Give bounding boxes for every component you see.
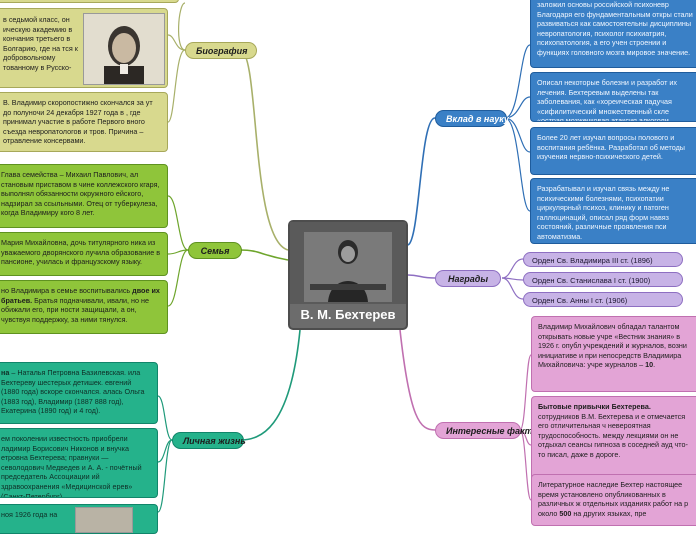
facts-note-habits: Бытовые привычки Бехтерева. сотрудников … <box>531 396 696 488</box>
connector-facts <box>399 329 436 431</box>
biography-death-text: В. Владимир скоропостижно скончался за у… <box>3 98 153 146</box>
family-note-brothers: но Владимира в семье воспитывались двое … <box>0 280 168 334</box>
science-note-child: Более 20 лет изучал вопросы полового и в… <box>530 127 696 175</box>
personal-wife-text: – Наталья Петровна Базилевская. ила Бехт… <box>1 368 145 416</box>
facts-institutions-text-a: Владимир Михайлович обладал талантом отк… <box>538 322 687 370</box>
topic-personal-life[interactable]: Личная жизнь <box>172 432 246 449</box>
science-child-text: Более 20 лет изучал вопросы полового и в… <box>537 133 685 162</box>
facts-institutions-text-b: . <box>653 360 656 370</box>
science-note-foundation: заложил основы российской психоневр Благ… <box>530 0 696 68</box>
facts-institutions-bold: 10 <box>645 360 654 370</box>
personal-descendants-text: ем поколении известность приобрели ладим… <box>1 434 142 498</box>
family-note-father: Глава семейства – Михаил Павлович, ал ст… <box>0 164 168 228</box>
family-brothers-text-a: но Владимира в семье воспитывались <box>1 286 133 295</box>
center-photo <box>290 222 406 304</box>
science-mental-text: Разрабатывал и изучал связь между не пси… <box>537 184 670 241</box>
award-item-vladimir: Орден Св. Владимира III ст. (1896) <box>523 252 683 267</box>
topic-interesting-facts[interactable]: Интересные факты <box>435 422 540 439</box>
facts-habits-bold: Бытовые привычки Бехтерева. <box>538 402 651 411</box>
topic-biography[interactable]: Биография <box>185 42 257 59</box>
biography-note-education: в седьмой класс, он ическую академию в к… <box>0 8 168 88</box>
family-brothers-text-b: Братья подначивали, ивали, но не обижали… <box>1 295 149 324</box>
facts-literature-text-a: Литературное наследие Бехтер настоящее в… <box>538 480 689 518</box>
facts-literature-bold: 500 <box>559 508 572 518</box>
facts-note-literature: Литературное наследие Бехтер настоящее в… <box>531 474 696 526</box>
science-diseases-text: Описал некоторые болезни и разработ их л… <box>537 78 678 122</box>
facts-note-institutions: Владимир Михайлович обладал талантом отк… <box>531 316 696 392</box>
topic-science-contribution[interactable]: Вклад в науку <box>435 110 509 127</box>
center-title: В. М. Бехтерев <box>300 307 396 322</box>
personal-note-second-wife: ноя 1926 года на <box>0 504 158 534</box>
family-mother-text: Мария Михайловна, дочь титулярного ника … <box>1 238 161 267</box>
biography-note-death: В. Владимир скоропостижно скончался за у… <box>0 92 168 152</box>
personal-wife-bold: на <box>1 368 10 377</box>
family-father-text: Глава семейства – Михаил Павлович, ал ст… <box>1 170 160 218</box>
connector-personal <box>239 329 301 441</box>
connector-biography <box>239 49 289 251</box>
biography-note-top <box>0 0 179 3</box>
facts-literature-text-b: на других языках, пре <box>571 508 647 518</box>
science-note-mental: Разрабатывал и изучал связь между не пси… <box>530 178 696 244</box>
family-brothers-bold: двое их братьев. <box>1 286 160 305</box>
science-note-diseases: Описал некоторые болезни и разработ их л… <box>530 72 696 122</box>
topic-awards[interactable]: Награды <box>435 270 501 287</box>
family-note-mother: Мария Михайловна, дочь титулярного ника … <box>0 232 168 276</box>
connector-family <box>239 249 289 261</box>
portrait-photo <box>83 13 165 85</box>
science-foundation-text: заложил основы российской психоневр Благ… <box>537 0 693 57</box>
award-item-stanislav: Орден Св. Станислава I ст. (1900) <box>523 272 683 287</box>
personal-second-wife-text: ноя 1926 года на <box>1 510 58 519</box>
personal-note-wife: на – Наталья Петровна Базилевская. ила Б… <box>0 362 158 424</box>
second-wife-photo <box>75 507 133 533</box>
central-topic[interactable]: В. М. Бехтерев <box>288 220 408 330</box>
connector-science <box>407 117 436 246</box>
award-item-anna: Орден Св. Анны I ст. (1906) <box>523 292 683 307</box>
biography-education-text: в седьмой класс, он ическую академию в к… <box>3 15 78 72</box>
facts-habits-text: сотрудников В.М. Бехтерева и е отмечаетс… <box>538 411 688 459</box>
mind-map-connectors <box>157 2 532 513</box>
personal-note-descendants: ем поколении известность приобрели ладим… <box>0 428 158 498</box>
connector-awards <box>407 274 436 279</box>
topic-family[interactable]: Семья <box>188 242 242 259</box>
